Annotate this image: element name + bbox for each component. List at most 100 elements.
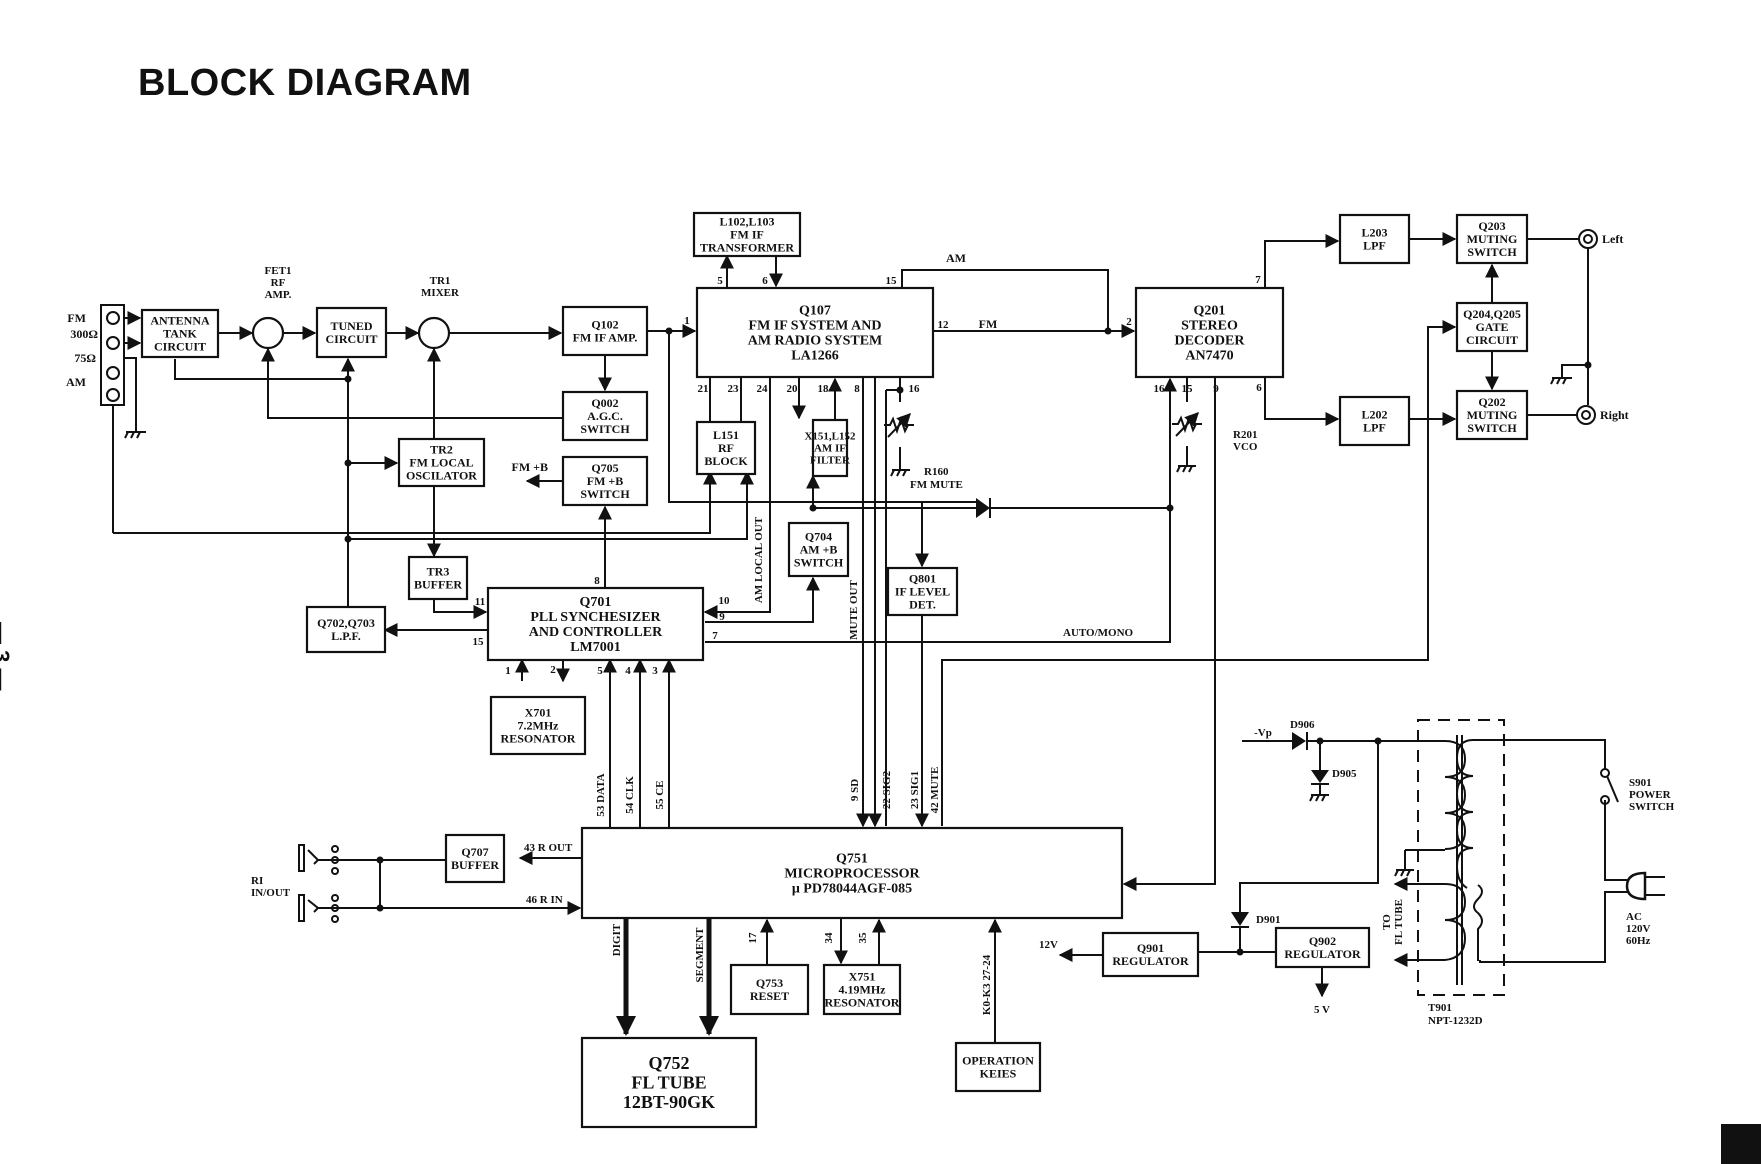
fet1-rf-amp-symbol — [251, 316, 285, 350]
block-label: AND CONTROLLER — [529, 625, 663, 640]
d906-diode-icon — [1292, 732, 1308, 750]
diagram-label: 2 — [550, 664, 556, 676]
junction — [344, 535, 352, 543]
block-label: Q204,Q205 — [1463, 307, 1521, 321]
junction — [344, 375, 352, 383]
block-label: 7.2MHz — [518, 718, 560, 732]
block-label: AM IF — [814, 443, 846, 455]
block-label: FILTER — [810, 454, 851, 466]
diagram-label: AM — [946, 251, 966, 265]
junction — [1166, 504, 1174, 512]
block-label: SWITCH — [1467, 421, 1517, 435]
diagram-label: S901 — [1629, 777, 1652, 789]
block-label: AM RADIO SYSTEM — [748, 334, 883, 349]
wire — [1561, 364, 1588, 378]
diagram-label: 1 — [684, 315, 690, 327]
diagram-label: IN/OUT — [251, 887, 291, 899]
wires — [112, 232, 1630, 1043]
wire — [1264, 377, 1340, 426]
diagram-label: FM — [979, 317, 998, 331]
diagram-label-vertical: 54 CLK — [624, 776, 636, 814]
block-label: TRANSFORMER — [700, 240, 794, 254]
junction — [809, 504, 817, 512]
ground-icon — [1176, 465, 1196, 473]
d905-diode-icon — [1311, 770, 1329, 795]
wire — [705, 377, 1177, 643]
diagram-label: TR1 — [430, 275, 451, 287]
block-label: 12BT-90GK — [623, 1092, 715, 1112]
block-label: X701 — [525, 705, 552, 719]
junction — [376, 856, 384, 864]
block-label: Q202 — [1478, 395, 1505, 409]
block-label: REGULATOR — [1284, 947, 1361, 961]
block-label: FL TUBE — [631, 1072, 706, 1092]
junction — [344, 459, 352, 467]
block-label: OSCILATOR — [406, 468, 477, 482]
diagram-label: R201 — [1233, 429, 1257, 441]
diagram-label: RI — [251, 875, 263, 887]
block-label: L.P.F. — [331, 629, 360, 643]
block-label: Q203 — [1478, 219, 1505, 233]
block-label: LM7001 — [570, 640, 621, 655]
block-label: FM IF SYSTEM AND — [749, 318, 882, 333]
wire — [1473, 739, 1606, 770]
diagram-label: 35 — [857, 932, 869, 944]
tr1-mixer-symbol — [417, 316, 451, 350]
diagram-label: 300Ω — [70, 327, 98, 341]
block-label: L202 — [1361, 407, 1387, 421]
diagram-label: POWER — [1629, 789, 1672, 801]
diagram-label: 23 — [728, 383, 740, 395]
diagram-label-vertical: 23 SIG1 — [909, 771, 921, 809]
diagram-label: NPT-1232D — [1428, 1015, 1483, 1027]
diagram-label-vertical: SEGMENT — [694, 927, 706, 983]
block-label: FM +B — [587, 474, 624, 488]
block-label: TANK — [163, 326, 197, 340]
diagram-label: 9 — [1213, 383, 1219, 395]
block-label: SWITCH — [1467, 245, 1517, 259]
junction — [376, 904, 384, 912]
diagram-label-vertical: FL TUBE — [1393, 899, 1405, 945]
wire — [669, 501, 929, 568]
diagram-label: 11 — [475, 596, 485, 608]
block-label: L203 — [1361, 225, 1387, 239]
diagram-label: 6 — [762, 275, 768, 287]
block-label: Q752 — [648, 1053, 689, 1073]
diagram-label: 16 — [909, 383, 921, 395]
ri-jack-icon — [298, 894, 339, 923]
block-label: FM IF AMP. — [573, 330, 638, 344]
block-label: AN7470 — [1185, 349, 1233, 364]
diagram-label: 46 R IN — [526, 894, 563, 906]
block-label: ANTENNA — [150, 313, 210, 327]
corner-mark — [1721, 1124, 1761, 1164]
diagram-label: R160 — [924, 466, 949, 478]
wire — [703, 377, 771, 619]
diagram-label-vertical: AM LOCAL OUT — [753, 516, 765, 603]
diagram-label: D901 — [1256, 914, 1280, 926]
diagram-label-vertical: 55 CE — [654, 780, 666, 809]
block-label: LPF — [1363, 420, 1386, 434]
diagram-label: 5 — [597, 665, 603, 677]
wire — [1264, 234, 1340, 288]
block-label: CIRCUIT — [154, 339, 206, 353]
block-label: LA1266 — [791, 349, 838, 364]
block-label: Q902 — [1309, 934, 1336, 948]
diagram-label: 60Hz — [1626, 935, 1651, 947]
ri-jack-icon — [298, 844, 339, 875]
wire — [941, 320, 1457, 826]
block-label: RESONATOR — [501, 731, 576, 745]
diagram-label-vertical: 42 MUTE — [929, 767, 941, 814]
block-label: L102,L103 — [719, 214, 774, 228]
